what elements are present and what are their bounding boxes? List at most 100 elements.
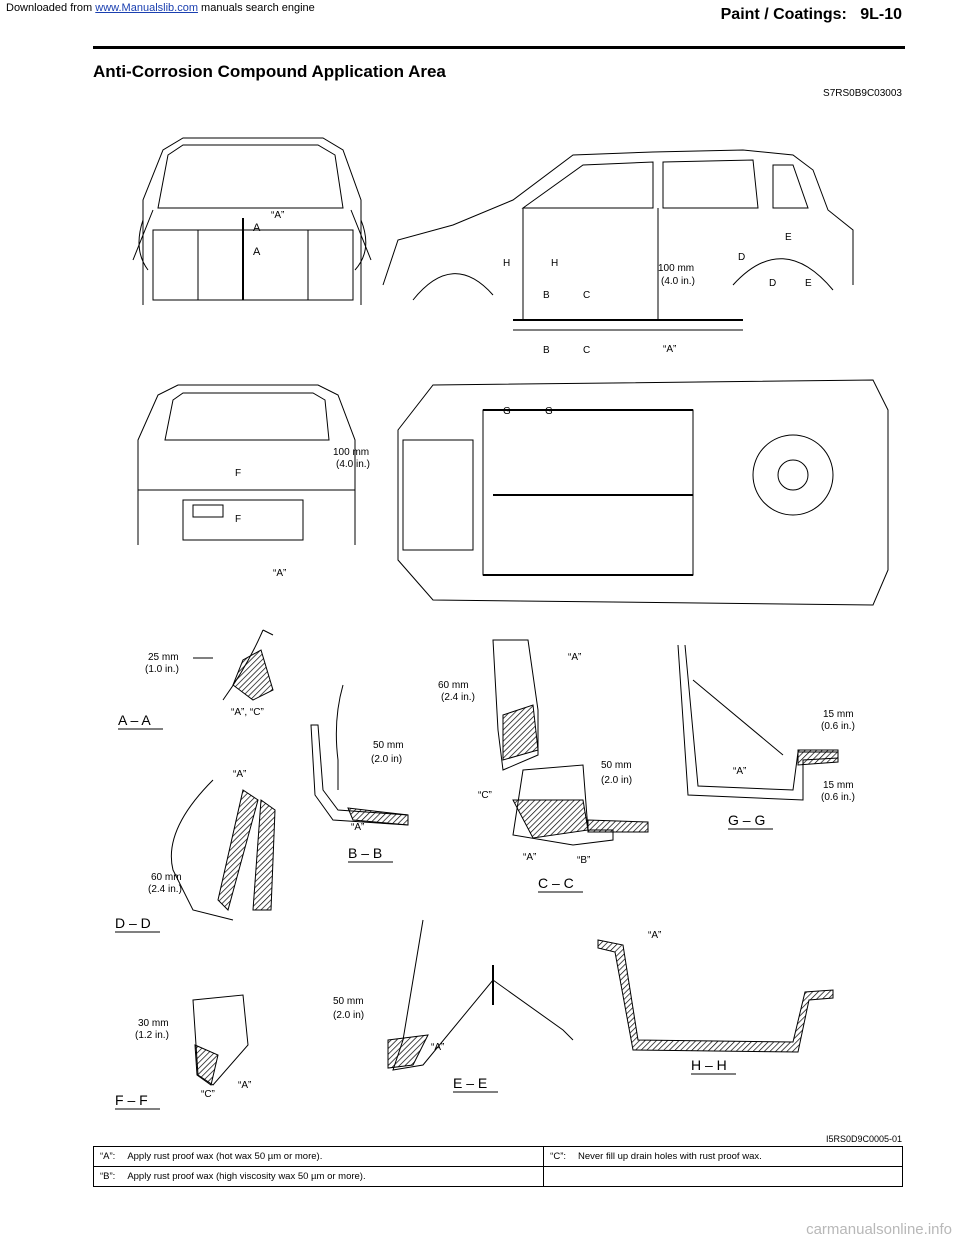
section-title: Anti-Corrosion Compound Application Area [93,62,446,81]
svg-text:(1.2 in.): (1.2 in.) [135,1030,169,1041]
svg-text:G: G [503,406,511,417]
section-gg: 15 mm (0.6 in.) “A” 15 mm (0.6 in.) G – … [677,644,855,830]
svg-text:“A”: “A” [233,769,246,780]
svg-text:60 mm: 60 mm [438,680,469,691]
svg-text:(0.6 in.): (0.6 in.) [821,792,855,803]
rear-hatch-labels: F F 100 mm (4.0 in.) “A” [235,447,370,579]
section-code: S7RS0B9C03003 [823,88,902,99]
svg-text:“A”: “A” [648,930,661,941]
svg-text:“C”: “C” [201,1089,215,1100]
underbody-labels: G G [503,406,553,417]
svg-text:B – B: B – B [348,845,382,861]
svg-text:50 mm: 50 mm [601,760,632,771]
svg-text:60 mm: 60 mm [151,872,182,883]
section-cc: 60 mm (2.4 in.) “A” “C” 50 mm (2.0 in) “… [438,639,649,893]
svg-text:“A”: “A” [273,568,286,579]
svg-text:“A”: “A” [431,1042,444,1053]
figure-svg: “A” A A E D D E H H B C B C 100 mm (4.0 … [115,137,889,1110]
svg-text:(2.4 in.): (2.4 in.) [441,692,475,703]
section-bb: 50 mm (2.0 in) “A” B – B [310,684,409,863]
svg-text:F: F [235,514,241,525]
underbody-view [397,379,889,606]
svg-text:D: D [738,252,745,263]
svg-text:15 mm: 15 mm [823,709,854,720]
svg-text:E – E: E – E [453,1075,487,1091]
svg-text:H: H [551,258,558,269]
rear-hatch-view [137,384,356,545]
svg-text:B: B [543,290,550,301]
svg-text:“B”: “B” [577,855,590,866]
page-header: Paint / Coatings: 9L-10 [721,6,902,24]
svg-text:(2.0 in): (2.0 in) [333,1010,364,1021]
svg-text:50 mm: 50 mm [333,996,364,1007]
svg-text:(2.0 in): (2.0 in) [601,775,632,786]
svg-text:H: H [503,258,510,269]
header-rule [93,46,905,49]
svg-text:“C”: “C” [478,790,492,801]
section-ee: 50 mm (2.0 in) “A” E – E [333,919,574,1093]
side-car-labels: E D D E H H B C B C 100 mm (4.0 in.) “A” [503,232,812,356]
svg-text:D: D [769,278,776,289]
rear-body-view [132,137,372,305]
svg-text:G – G: G – G [728,812,765,828]
watermark: carmanualsonline.info [806,1221,952,1238]
legend-row: “A”: Apply rust proof wax (hot wax 50 µm… [93,1146,903,1167]
page-number: 9L-10 [860,6,902,23]
svg-text:“A”: “A” [568,652,581,663]
rear-body-labels: “A” A A [253,210,284,258]
svg-text:(4.0 in.): (4.0 in.) [661,276,695,287]
legend-table: “A”: Apply rust proof wax (hot wax 50 µm… [93,1146,903,1187]
svg-text:F – F: F – F [115,1092,148,1108]
svg-text:H – H: H – H [691,1057,727,1073]
side-car-view [382,149,854,331]
svg-text:100 mm: 100 mm [333,447,369,458]
legend-value: Apply rust proof wax (hot wax 50 µm or m… [121,1146,545,1167]
svg-text:C: C [583,290,590,301]
svg-text:A: A [253,246,261,258]
legend-key: “A”: [93,1146,122,1167]
svg-text:A: A [253,222,261,234]
svg-text:“A”: “A” [523,852,536,863]
svg-text:F: F [235,468,241,479]
svg-text:G: G [545,406,553,417]
svg-text:E: E [805,278,812,289]
svg-text:D – D: D – D [115,915,151,931]
svg-text:(0.6 in.): (0.6 in.) [821,721,855,732]
banner-suffix: manuals search engine [201,2,315,14]
legend-value [572,1166,903,1187]
legend-key: “C”: [543,1146,572,1167]
svg-text:(1.0 in.): (1.0 in.) [145,664,179,675]
svg-text:C – C: C – C [538,875,574,891]
section-hh: “A” H – H [597,930,834,1075]
legend-key: “B”: [93,1166,122,1187]
svg-text:25 mm: 25 mm [148,652,179,663]
svg-text:(4.0 in.): (4.0 in.) [336,459,370,470]
svg-text:A – A: A – A [118,712,151,728]
svg-text:50 mm: 50 mm [373,740,404,751]
banner-prefix: Downloaded from [6,2,93,14]
svg-text:“A”: “A” [351,822,364,833]
svg-text:E: E [785,232,792,243]
svg-text:“A”: “A” [733,766,746,777]
figure-code: I5RS0D9C0005-01 [825,1134,902,1144]
svg-text:(2.0 in): (2.0 in) [371,754,402,765]
legend-key [543,1166,572,1187]
svg-text:100 mm: 100 mm [658,263,694,274]
manualslib-link[interactable]: www.Manualslib.com [95,2,198,14]
section-dd: “A” 60 mm (2.4 in.) D – D [115,769,276,933]
svg-text:“A”, “C”: “A”, “C” [231,707,264,718]
svg-text:30 mm: 30 mm [138,1018,169,1029]
download-banner: Downloaded from www.Manualslib.com manua… [6,2,315,14]
legend-value: Never fill up drain holes with rust proo… [572,1146,903,1167]
svg-text:15 mm: 15 mm [823,780,854,791]
svg-text:“A”: “A” [663,344,676,355]
svg-text:B: B [543,345,550,356]
svg-text:(2.4 in.): (2.4 in.) [148,884,182,895]
svg-text:“A”: “A” [238,1080,251,1091]
legend-row: “B”: Apply rust proof wax (high viscosit… [93,1166,903,1187]
anti-corrosion-figure: “A” A A E D D E H H B C B C 100 mm (4.0 … [93,110,903,1135]
header-title: Paint / Coatings: [720,6,847,23]
section-aa: 25 mm (1.0 in.) “A”, “C” A – A [118,629,274,730]
legend-value: Apply rust proof wax (high viscosity wax… [121,1166,545,1187]
svg-text:“A”: “A” [271,210,284,221]
